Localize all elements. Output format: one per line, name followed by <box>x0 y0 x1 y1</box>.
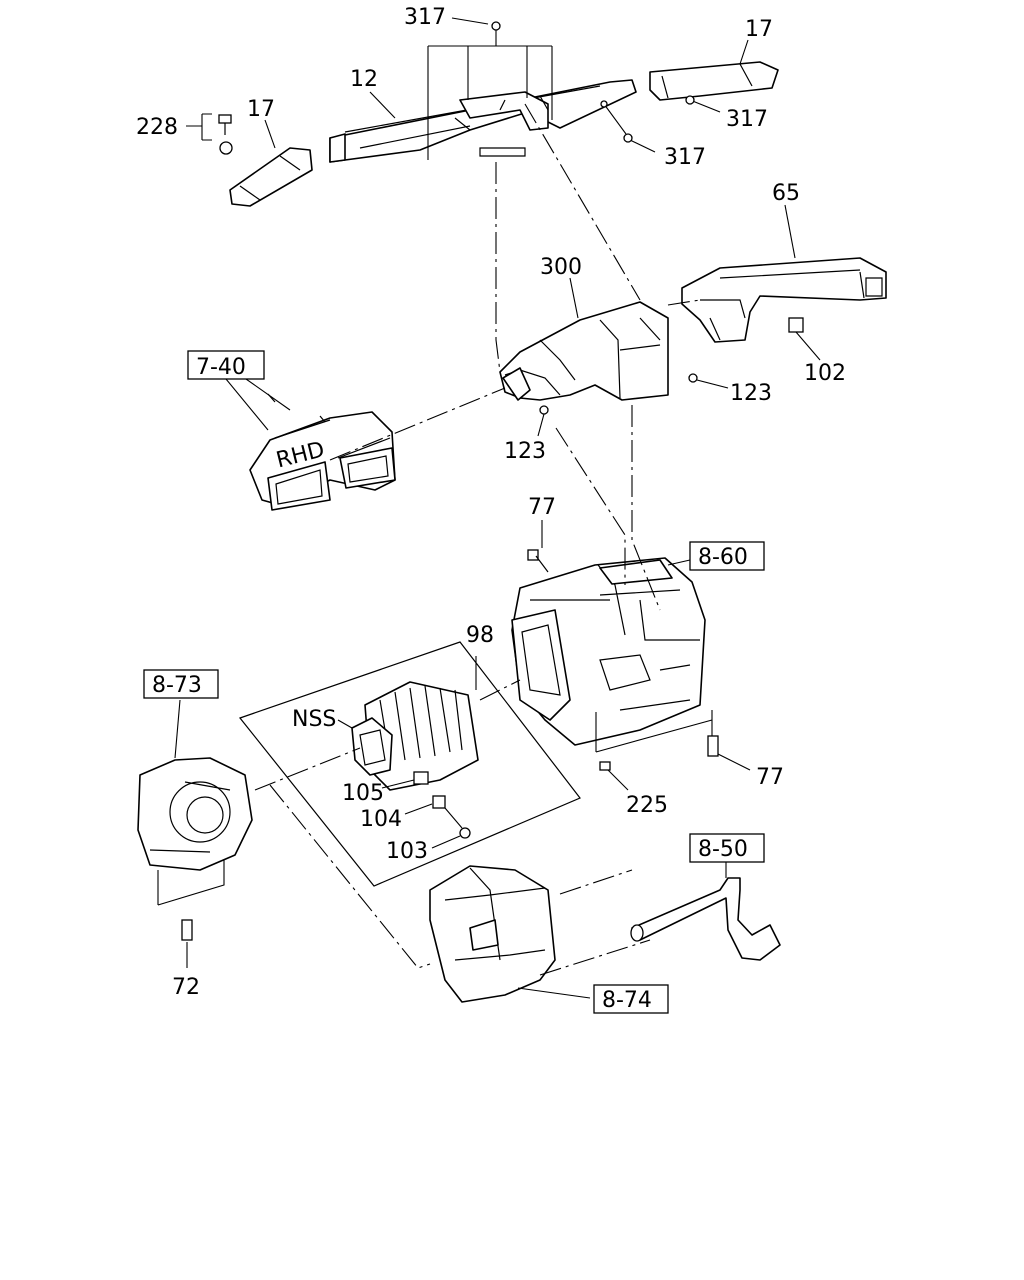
label-17-left: 17 <box>247 97 275 122</box>
label-317-right-b: 317 <box>664 145 706 170</box>
label-ref-8-60: 8-60 <box>698 545 748 570</box>
label-77-right: 77 <box>756 765 784 790</box>
label-12: 12 <box>350 67 378 92</box>
label-103: 103 <box>386 839 428 864</box>
clip-102 <box>788 317 821 361</box>
duct-65 <box>681 257 887 343</box>
clip-225 <box>599 761 629 791</box>
label-ref-8-50: 8-50 <box>698 837 748 862</box>
rhd-duct <box>249 393 396 511</box>
label-ref-8-74: 8-74 <box>602 988 652 1013</box>
label-ref-7-40: 7-40 <box>196 355 246 380</box>
screw-77-top <box>527 520 549 573</box>
ref-box-8-73 <box>143 669 219 699</box>
label-98: 98 <box>466 623 494 648</box>
ref-box-8-50 <box>689 833 765 863</box>
clip-123-right <box>688 373 729 389</box>
label-317-top: 317 <box>404 5 446 30</box>
label-104: 104 <box>360 807 402 832</box>
connection-lines <box>254 103 701 976</box>
label-72: 72 <box>172 975 200 1000</box>
screw-228 <box>186 113 233 155</box>
label-17-right: 17 <box>745 17 773 42</box>
label-102: 102 <box>804 361 846 386</box>
box-98 <box>239 641 581 887</box>
label-225: 225 <box>626 793 668 818</box>
label-300: 300 <box>540 255 582 280</box>
label-ref-8-73: 8-73 <box>152 673 202 698</box>
clip-317-top <box>427 17 553 160</box>
screw-72 <box>181 919 193 968</box>
clip-123-center <box>537 405 549 437</box>
label-317-right-a: 317 <box>726 107 768 132</box>
label-65: 65 <box>772 181 800 206</box>
defroster-duct-12 <box>229 61 779 207</box>
leader-lines <box>225 39 796 729</box>
parts-105-104-103 <box>381 771 471 849</box>
label-105: 105 <box>342 781 384 806</box>
drain-hose <box>630 860 781 961</box>
blower-unit <box>137 699 253 906</box>
ref-box-7-40 <box>187 350 265 380</box>
label-123-center: 123 <box>504 439 546 464</box>
label-123-right: 123 <box>730 381 772 406</box>
label-nss: NSS <box>292 707 336 732</box>
intake-case <box>429 865 591 1003</box>
label-77-top: 77 <box>528 495 556 520</box>
duct-300 <box>499 301 669 401</box>
ref-box-8-74 <box>593 984 669 1014</box>
heater-unit <box>511 557 706 746</box>
screw-77-right <box>595 710 751 771</box>
ref-box-8-60 <box>689 541 765 571</box>
label-228: 228 <box>136 115 178 140</box>
